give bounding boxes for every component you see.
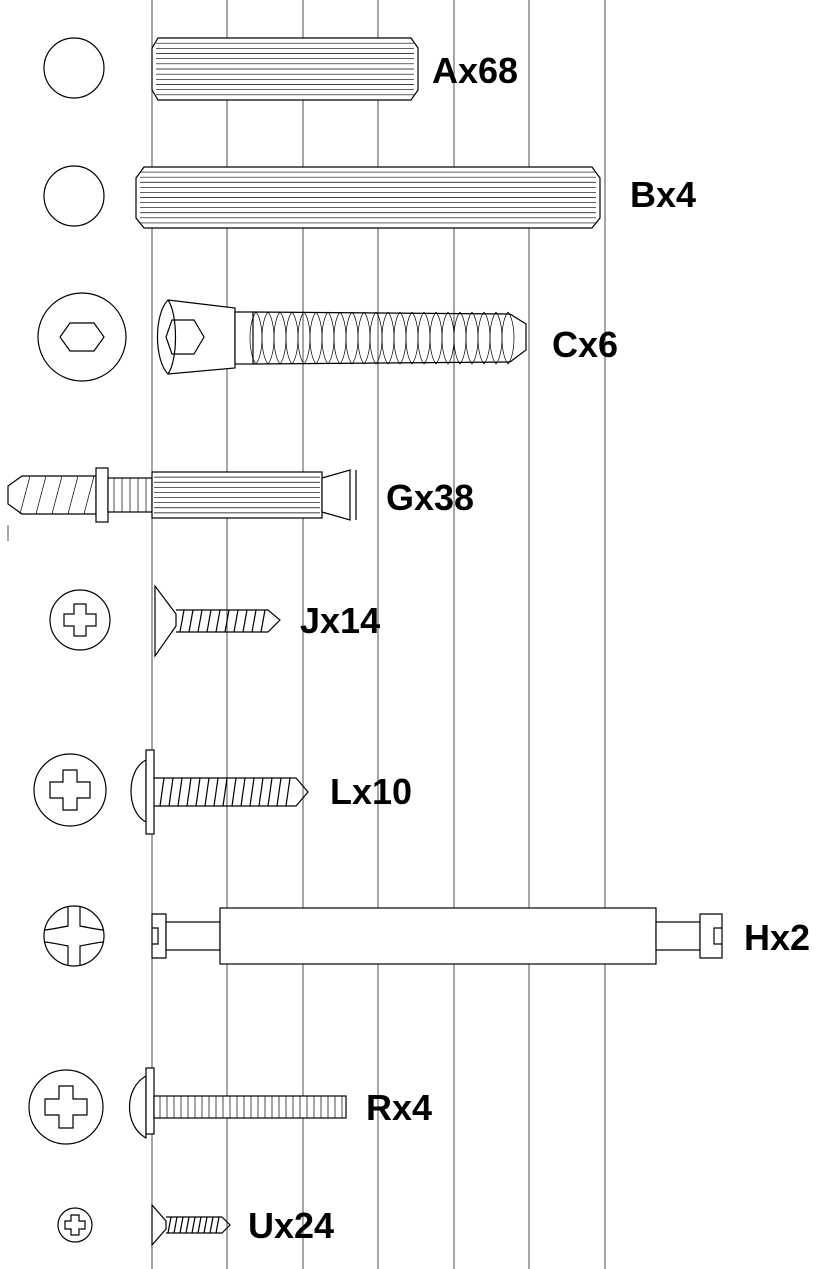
hatch-line bbox=[51, 475, 63, 515]
part-a: Ax68 bbox=[43, 37, 518, 101]
hatch-line bbox=[215, 609, 221, 633]
hatch-line bbox=[188, 609, 194, 633]
hatch-line bbox=[258, 777, 264, 807]
thread-turn bbox=[321, 311, 335, 365]
part-label-b: Bx4 bbox=[630, 174, 696, 215]
part-label-u: Ux24 bbox=[248, 1205, 334, 1246]
thread-turn bbox=[369, 311, 383, 365]
dowel-a-body bbox=[151, 37, 419, 101]
thread-turn bbox=[453, 311, 467, 365]
hatch-line bbox=[215, 1216, 220, 1234]
hatch-line bbox=[249, 777, 255, 807]
hatch-line bbox=[159, 777, 165, 807]
hatch-line bbox=[203, 1216, 208, 1234]
phillips-icon bbox=[49, 589, 111, 651]
hatch-line bbox=[242, 609, 248, 633]
phillips-icon bbox=[28, 1069, 104, 1145]
hatch-line bbox=[224, 609, 230, 633]
hatch-line bbox=[209, 1216, 214, 1234]
phillips-icon bbox=[43, 905, 105, 967]
cam-bolt-g bbox=[7, 467, 357, 541]
hatch-line bbox=[222, 777, 228, 807]
hatch-line bbox=[173, 1216, 178, 1234]
thread-turn bbox=[465, 311, 479, 365]
thread-turn bbox=[273, 311, 287, 365]
part-label-h: Hx2 bbox=[744, 917, 810, 958]
part-b: Bx4 bbox=[43, 165, 696, 229]
phillips-icon bbox=[57, 1207, 93, 1243]
thread-turn bbox=[405, 311, 419, 365]
thread-turn bbox=[333, 311, 347, 365]
hatch-line bbox=[167, 1216, 172, 1234]
thread-turn bbox=[345, 311, 359, 365]
hatch-line bbox=[195, 777, 201, 807]
circle-icon bbox=[43, 165, 105, 227]
hatch-line bbox=[285, 777, 291, 807]
screw-j bbox=[154, 584, 281, 658]
hatch-line bbox=[179, 1216, 184, 1234]
hatch-line bbox=[19, 475, 31, 515]
hatch-line bbox=[240, 777, 246, 807]
phillips-icon bbox=[33, 753, 107, 827]
thread-turn bbox=[429, 311, 443, 365]
thread-turn bbox=[441, 311, 455, 365]
hatch-line bbox=[204, 777, 210, 807]
thread-turn bbox=[357, 311, 371, 365]
part-g: Gx38 bbox=[7, 467, 474, 541]
thread-turn bbox=[297, 311, 311, 365]
thread-turn bbox=[309, 311, 323, 365]
hatch-line bbox=[191, 1216, 196, 1234]
thread-turn bbox=[477, 311, 491, 365]
dowel-b-body bbox=[135, 166, 601, 229]
hex-socket-icon-hex bbox=[59, 322, 105, 352]
hatch-line bbox=[213, 777, 219, 807]
hatch-line bbox=[206, 609, 212, 633]
part-j: Jx14 bbox=[49, 584, 380, 658]
part-label-j: Jx14 bbox=[300, 600, 380, 641]
hatch-line bbox=[197, 1216, 202, 1234]
hatch-line bbox=[233, 609, 239, 633]
part-h: Hx2 bbox=[43, 905, 810, 967]
hatch-line bbox=[186, 777, 192, 807]
thread-turn bbox=[489, 311, 503, 365]
thread-turn bbox=[393, 311, 407, 365]
hatch-line bbox=[251, 609, 257, 633]
thread-turn bbox=[501, 311, 515, 365]
circle-icon bbox=[43, 37, 105, 99]
thread-turn bbox=[417, 311, 431, 365]
hatch-line bbox=[185, 1216, 190, 1234]
hatch-line bbox=[231, 777, 237, 807]
thread-turn bbox=[381, 311, 395, 365]
hatch-line bbox=[35, 475, 47, 515]
hatch-line bbox=[276, 777, 282, 807]
screw-r bbox=[128, 1067, 347, 1140]
hatch-line bbox=[260, 609, 266, 633]
hex-screw-c bbox=[156, 299, 527, 375]
hex-socket-icon bbox=[37, 292, 127, 382]
screw-u bbox=[151, 1203, 231, 1247]
part-c: Cx6 bbox=[37, 292, 618, 382]
part-label-c: Cx6 bbox=[552, 324, 618, 365]
part-r: Rx4 bbox=[28, 1067, 432, 1145]
screw-l bbox=[130, 749, 309, 835]
hatch-line bbox=[267, 777, 273, 807]
part-label-g: Gx38 bbox=[386, 477, 474, 518]
hatch-line bbox=[197, 609, 203, 633]
hatch-line bbox=[179, 609, 185, 633]
thread-turn bbox=[261, 311, 275, 365]
hatch-line bbox=[168, 777, 174, 807]
part-label-l: Lx10 bbox=[330, 771, 412, 812]
part-l: Lx10 bbox=[33, 749, 412, 835]
part-label-r: Rx4 bbox=[366, 1087, 432, 1128]
hatch-line bbox=[83, 475, 95, 515]
hatch-line bbox=[177, 777, 183, 807]
thread-turn bbox=[285, 311, 299, 365]
hatch-line bbox=[67, 475, 79, 515]
part-u: Ux24 bbox=[57, 1203, 334, 1247]
part-label-a: Ax68 bbox=[432, 50, 518, 91]
rod-h bbox=[151, 907, 723, 965]
